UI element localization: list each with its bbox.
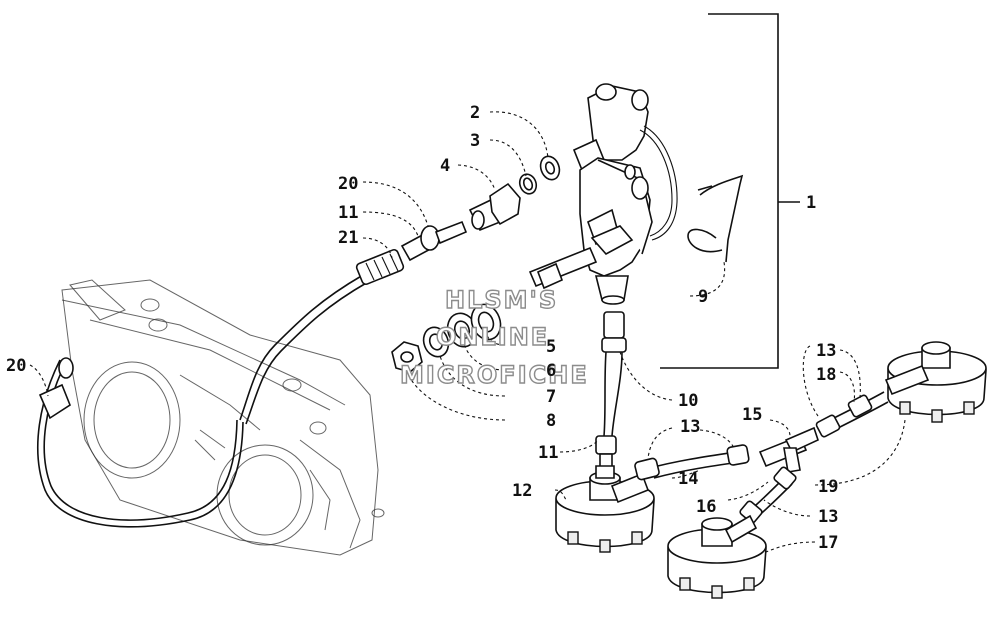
callout-9: 9 [698, 287, 708, 307]
callout-4: 4 [440, 156, 450, 176]
throttle-cable [36, 220, 468, 528]
callout-15: 15 [742, 405, 762, 425]
assembly-bracket [660, 13, 800, 369]
callout-3: 3 [470, 131, 480, 151]
fuel-hose-14 [634, 444, 750, 481]
callout-19: 19 [818, 477, 838, 497]
callout-20-cable: 20 [338, 174, 358, 194]
fuel-line-10 [595, 311, 627, 471]
callout-13-a: 13 [680, 417, 700, 437]
cable-connector [468, 182, 521, 232]
fuel-filter-19 [884, 341, 987, 423]
callout-7: 7 [546, 387, 556, 407]
cable-adjuster [355, 248, 405, 286]
cable-clamp [420, 225, 440, 251]
callout-13-c: 13 [818, 507, 838, 527]
fuel-hose-16 [739, 466, 797, 524]
callout-16: 16 [696, 497, 716, 517]
callout-2: 2 [470, 103, 480, 123]
callout-10: 10 [678, 391, 698, 411]
watermark-line-1: HLSM'S [445, 286, 558, 314]
callout-5: 5 [546, 337, 556, 357]
callout-12: 12 [512, 481, 532, 501]
fuel-filter-17 [667, 514, 767, 599]
callout-6: 6 [546, 361, 556, 381]
cable-end [38, 383, 71, 420]
callout-18: 18 [816, 365, 836, 385]
callout-14: 14 [678, 469, 698, 489]
callout-1: 1 [806, 193, 816, 213]
nut-and-washers [391, 303, 502, 373]
watermark: HLSM'S ONLINE MICROFICHE [399, 285, 589, 389]
watermark-line-3: MICROFICHE [400, 361, 589, 389]
leader-lines [29, 111, 906, 553]
callout-21: 21 [338, 228, 358, 248]
fuel-hose-18 [815, 391, 889, 438]
callout-13-b: 13 [816, 341, 836, 361]
o-ring-and-washer [518, 155, 561, 195]
fuel-filter-12 [555, 465, 655, 553]
callout-11-cable: 11 [338, 203, 358, 223]
callout-labels: 1 2 3 4 5 6 7 8 9 10 11 11 12 13 13 13 1… [6, 103, 838, 553]
fuel-valve-body [528, 83, 678, 305]
callout-17: 17 [818, 533, 838, 553]
callout-8: 8 [546, 411, 556, 431]
t-fitting-15 [758, 426, 819, 473]
watermark-line-2: ONLINE [436, 323, 549, 351]
callout-20-end: 20 [6, 356, 26, 376]
callout-11-line: 11 [538, 443, 558, 463]
spring-clip [687, 174, 744, 263]
carburetor-assembly [61, 279, 385, 556]
